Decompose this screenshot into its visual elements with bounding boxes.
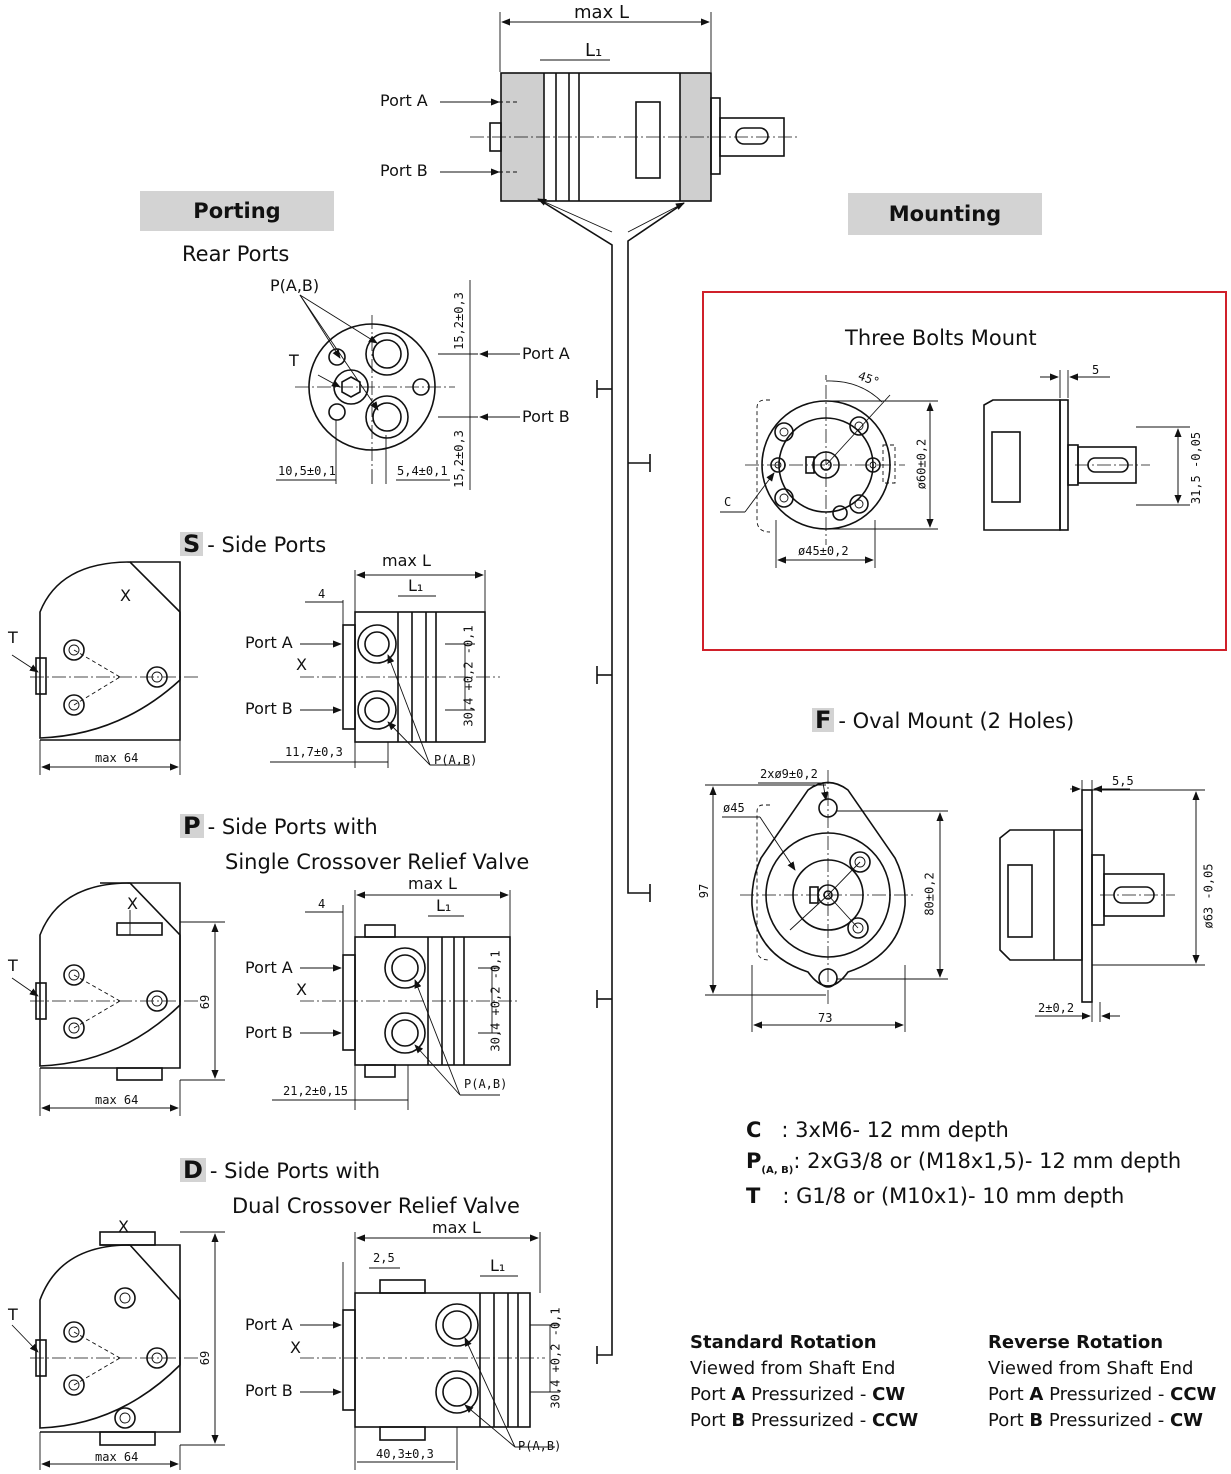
d-bottom-dim: 40,3±0,3	[376, 1447, 434, 1461]
f-two-label: 2±0,2	[1038, 1001, 1075, 1015]
three-bolts-c-label: C	[724, 495, 732, 509]
d-height-label: 69	[198, 1350, 213, 1366]
p-x2-label: X	[296, 980, 307, 999]
d-max64-label: max 64	[95, 1450, 139, 1464]
s-p-label: P(A,B)	[434, 753, 478, 767]
p-section-subtitle: Single Crossover Relief Valve	[225, 850, 530, 874]
rear-ports-view	[276, 280, 520, 490]
three-bolts-d45-label: ø45±0,2	[798, 544, 849, 558]
p-max-l-label: max L	[408, 874, 457, 893]
note-p: P(A, B): 2xG3/8 or (M18x1,5)- 12 mm dept…	[746, 1149, 1182, 1177]
leader-rail	[537, 198, 685, 1364]
d-section-title: D- Side Ports with	[180, 1158, 380, 1182]
f-five5-label: 5,5	[1112, 774, 1134, 788]
d-p-label: P(A,B)	[518, 1439, 562, 1453]
rear-dim-bottom: 15,2±0,3	[451, 430, 466, 488]
d-t-label: T	[8, 1305, 18, 1324]
d-x2-label: X	[290, 1338, 301, 1357]
s-t-label: T	[8, 628, 18, 647]
reverse-rotation-block: Reverse Rotation Viewed from Shaft End P…	[988, 1332, 1217, 1431]
d-l1-label: L₁	[490, 1256, 506, 1275]
s-dim-vertical: 30,4 +0,2 -0,1	[461, 625, 476, 727]
rear-p-label: P(A,B)	[270, 276, 320, 295]
p-bottom-dim: 21,2±0,15	[283, 1084, 349, 1098]
s-port-b-label: Port B	[245, 699, 293, 718]
top-port-b-label: Port B	[380, 161, 428, 180]
p-p-label: P(A,B)	[464, 1077, 508, 1091]
rear-ports-title: Rear Ports	[182, 242, 290, 266]
porting-header: Porting	[140, 191, 334, 231]
f-d63-label: ø63 -0,05	[1201, 863, 1216, 929]
s-port-a-label: Port A	[245, 633, 293, 652]
three-bolts-title: Three Bolts Mount	[845, 326, 1037, 350]
f-d80-label: 80±0,2	[922, 872, 937, 916]
rear-dim-top: 15,2±0,3	[451, 292, 466, 350]
d-dim-vertical: 30,4 +0,2 -0,1	[548, 1307, 563, 1409]
s-four-label: 4	[318, 587, 326, 601]
f-holes-label: 2xø9±0,2	[760, 767, 818, 781]
p-four-label: 4	[318, 897, 326, 911]
three-bolts-highlight-box	[702, 291, 1227, 651]
rear-port-b-label: Port B	[522, 407, 570, 426]
three-bolts-shaft-label: 31,5 -0,05	[1189, 431, 1204, 505]
three-bolts-mount-view	[720, 370, 1190, 568]
s-section-title: S- Side Ports	[180, 532, 326, 556]
mounting-header: Mounting	[848, 193, 1042, 235]
p-dim-vertical: 30,4 +0,2 -0,1	[488, 950, 503, 1052]
p-x-label: X	[127, 894, 138, 913]
rear-dim-left: 10,5±0,1	[278, 464, 336, 478]
note-t: T: G1/8 or (M10x1)- 10 mm depth	[746, 1184, 1125, 1208]
top-port-a-label: Port A	[380, 91, 428, 110]
s-x2-label: X	[296, 655, 307, 674]
d-max-l-label: max L	[432, 1218, 481, 1237]
s-max-l-label: max L	[382, 551, 431, 570]
f-d45-label: ø45	[723, 801, 745, 815]
s-side-ports-view	[11, 561, 500, 775]
p-section-title: P- Side Ports with	[180, 814, 378, 838]
note-c: C: 3xM6- 12 mm depth	[746, 1118, 1009, 1142]
rear-dim-right: 5,4±0,1	[397, 464, 448, 478]
oval-mount-view	[705, 770, 1205, 1032]
d-port-a-label: Port A	[245, 1315, 293, 1334]
s-max64-label: max 64	[95, 751, 139, 765]
s-x-label: X	[120, 586, 131, 605]
d-port-b-label: Port B	[245, 1381, 293, 1400]
d-two5-label: 2,5	[373, 1251, 395, 1265]
p-max64-label: max 64	[95, 1093, 139, 1107]
d-side-ports-view	[11, 1231, 560, 1470]
p-port-b-label: Port B	[245, 1023, 293, 1042]
rear-t-label: T	[289, 351, 299, 370]
f-height-label: 97	[697, 883, 712, 899]
p-height-label: 69	[198, 994, 213, 1010]
p-l1-label: L₁	[436, 896, 452, 915]
s-bottom-dim: 11,7±0,3	[285, 745, 343, 759]
rear-port-a-label: Port A	[522, 344, 570, 363]
p-t-label: T	[8, 956, 18, 975]
top-max-l-label: max L	[574, 2, 629, 23]
p-port-a-label: Port A	[245, 958, 293, 977]
f-section-title: F- Oval Mount (2 Holes)	[812, 708, 1074, 732]
p-side-ports-view	[11, 882, 520, 1116]
top-motor-view	[440, 12, 800, 202]
f-width-label: 73	[818, 1011, 833, 1025]
top-l1-label: L₁	[585, 40, 603, 61]
three-bolts-d60-label: ø60±0,2	[914, 438, 929, 490]
three-bolts-five-label: 5	[1092, 363, 1100, 377]
d-section-subtitle: Dual Crossover Relief Valve	[232, 1194, 520, 1218]
d-x-label: X	[118, 1217, 129, 1236]
standard-rotation-block: Standard Rotation Viewed from Shaft End …	[690, 1332, 919, 1431]
s-l1-label: L₁	[408, 576, 424, 595]
